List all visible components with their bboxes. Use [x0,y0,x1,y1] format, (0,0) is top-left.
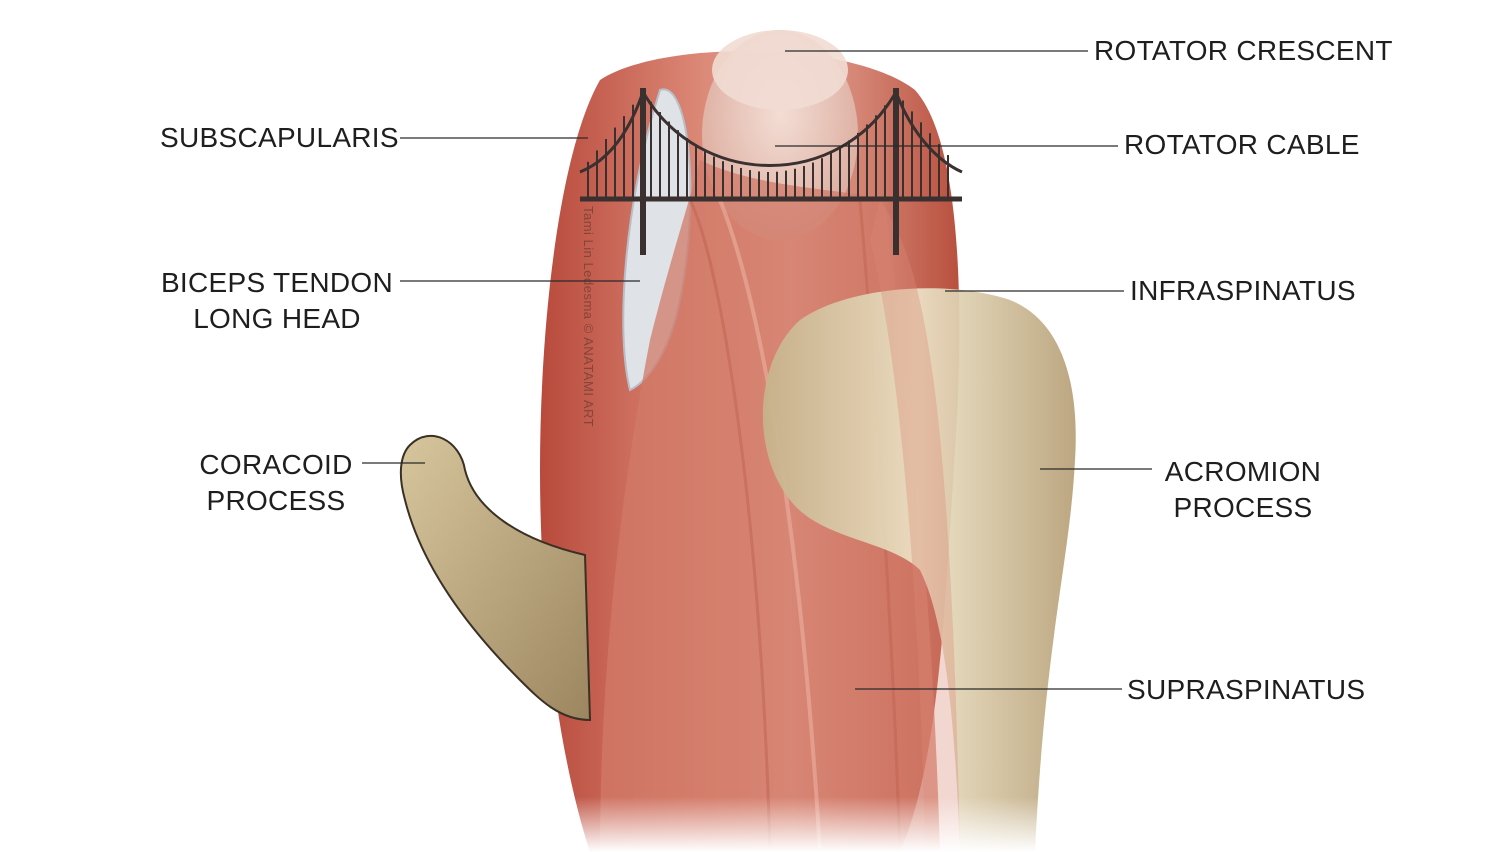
label-acromion-process: ACROMION PROCESS [1164,456,1322,523]
label-subscapularis: SUBSCAPULARIS [160,122,399,153]
label-infraspinatus: INFRASPINATUS [1130,275,1356,306]
label-supraspinatus: SUPRASPINATUS [1127,674,1366,705]
bridge-icon [579,88,963,255]
label-rotator-cable: ROTATOR CABLE [1124,129,1360,160]
leader-lines [362,50,1152,690]
label-coracoid-process: CORACOID PROCESS [199,449,353,516]
label-rotator-crescent: ROTATOR CRESCENT [1094,35,1393,66]
label-biceps-tendon-long-head: BICEPS TENDON LONG HEAD [160,267,394,334]
artist-credit: Tami Lin Ledesma © ANATAMI ART [581,206,596,428]
